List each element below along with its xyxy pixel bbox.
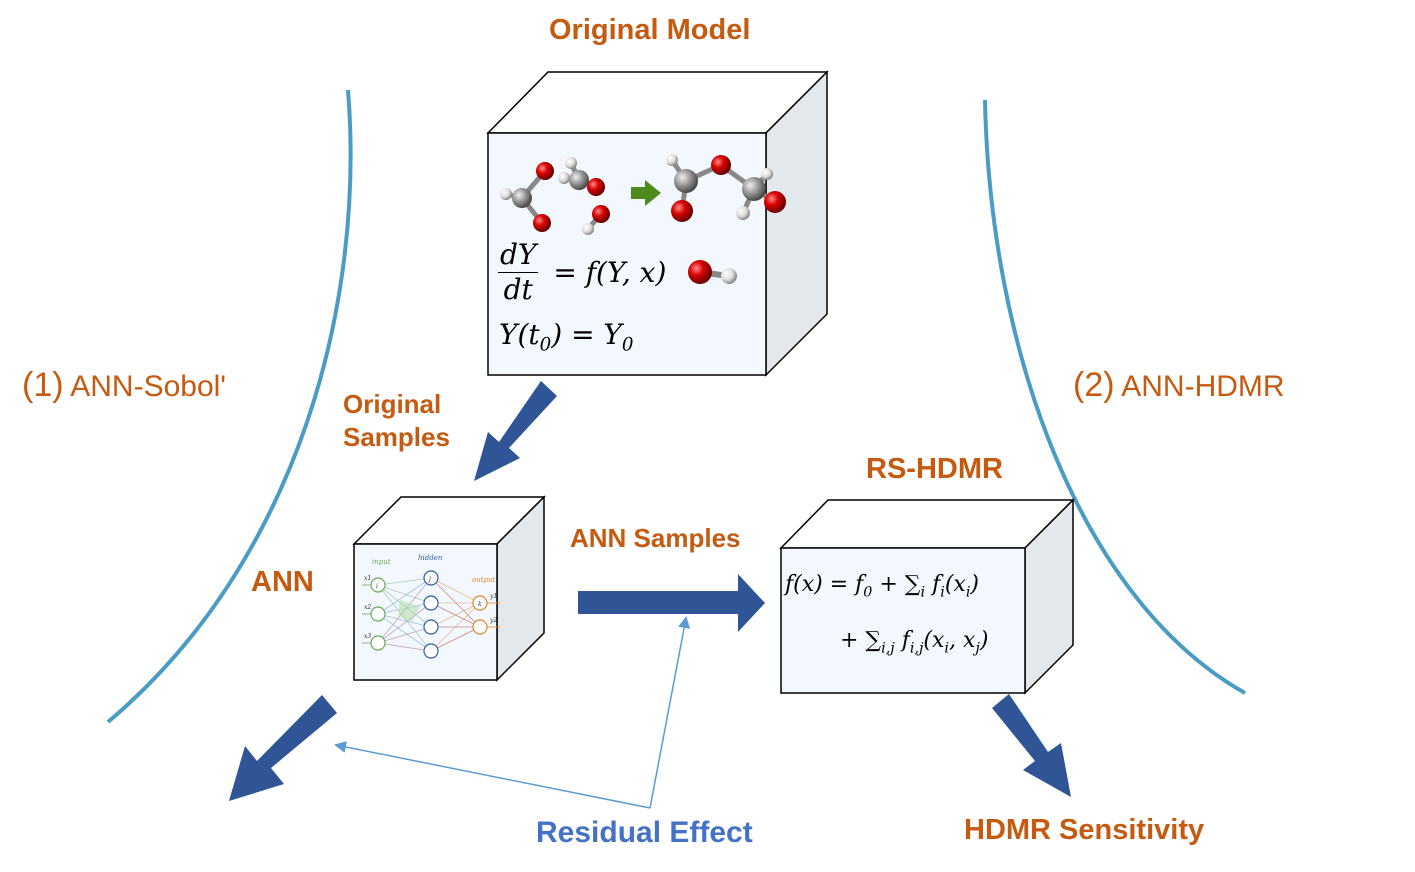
hdmr-l1-sumsub: i: [920, 584, 926, 601]
hdmr-l1-sub0: 0: [863, 584, 873, 601]
hdmr-l2-term-sub: i,j: [909, 640, 924, 657]
ann-y2: y2: [489, 617, 497, 624]
ode-equation: dY dt = f(Y, x): [498, 238, 666, 307]
label-path-2: (2) ANN-HDMR: [1073, 366, 1285, 405]
label-residual-effect: Residual Effect: [536, 816, 753, 849]
label-ann: ANN: [251, 566, 314, 598]
arrow-hdmr-to-sensitivity: [992, 694, 1071, 797]
initial-lhs: Y(t: [499, 318, 540, 351]
arrow-ann-to-rs-hdmr: [578, 574, 765, 632]
ann-node-k: k: [478, 601, 482, 608]
ann-network-figure: input hidden output i j k x1 x2 x3 y1 y2: [362, 554, 500, 659]
oh-radical: [688, 260, 737, 284]
hdmr-l2-close: ): [979, 628, 989, 653]
hdmr-l1-term-sub: i: [940, 584, 945, 601]
label-path-1-number: (1): [22, 366, 64, 404]
label-path-1: (1) ANN-Sobol': [22, 366, 226, 405]
ode-rhs: = f(Y, x): [553, 256, 667, 289]
hdmr-l2-mid: , x: [948, 628, 976, 653]
reaction-arrow: [631, 180, 661, 206]
hdmr-l2-term: f: [894, 628, 910, 653]
label-ann-samples: ANN Samples: [570, 523, 741, 553]
label-original-samples-line2: Samples: [343, 422, 450, 452]
hdmr-l2-sum: + ∑: [840, 628, 882, 653]
right-arc: [983, 99, 1246, 695]
initial-lhs-sub: 0: [539, 334, 552, 356]
rs-hdmr-box: [779, 498, 1075, 695]
hdmr-l1-term: f: [925, 572, 941, 597]
hdmr-l2-sumsub: i,j: [881, 640, 895, 657]
hdmr-l1-lhs: f(x) = f: [785, 572, 864, 597]
ann-layer-hidden: hidden: [418, 554, 443, 562]
ann-x2: x2: [364, 604, 371, 611]
ann-x1: x1: [364, 575, 371, 582]
initial-condition: Y(t0) = Y0: [499, 318, 634, 356]
ode-fraction: dY dt: [498, 238, 539, 307]
reactant-molecule: [500, 157, 610, 235]
ann-node-i: i: [376, 583, 378, 590]
ann-x3: x3: [364, 633, 371, 640]
ann-node-j: j: [427, 576, 431, 583]
hdmr-l1-sum: + ∑: [872, 572, 921, 597]
ann-layer-input: input: [372, 558, 391, 566]
label-hdmr-sensitivity: HDMR Sensitivity: [964, 814, 1205, 846]
ann-layer-output: output: [472, 576, 496, 584]
title-original-model: Original Model: [549, 14, 751, 46]
left-arc: [106, 89, 353, 724]
hdmr-equation-line2: + ∑i,j fi,j(xi, xj): [840, 628, 988, 656]
label-path-2-name: ANN-HDMR: [1121, 370, 1285, 403]
title-rs-hdmr: RS-HDMR: [866, 453, 1003, 485]
initial-rhs: ) = Y: [551, 318, 622, 351]
ode-numerator: dY: [498, 238, 539, 273]
hdmr-l1-arg-sub: i: [965, 584, 971, 601]
hdmr-equation-line1: f(x) = f0 + ∑i fi(xi): [785, 572, 979, 600]
residual-effect-arrows: [334, 616, 691, 809]
hdmr-l1-arg: (x: [944, 572, 966, 597]
product-molecule: [666, 154, 786, 222]
hdmr-l2-arg: (x: [923, 628, 945, 653]
ann-y1: y1: [489, 593, 497, 600]
label-path-2-number: (2): [1073, 366, 1115, 404]
arrow-original-to-ann: [474, 381, 557, 481]
label-original-samples: Original Samples: [343, 388, 450, 454]
label-original-samples-line1: Original: [343, 389, 442, 419]
hdmr-l2-arg-sub2: j: [975, 640, 980, 657]
hdmr-l1-close: ): [970, 572, 979, 597]
hdmr-l2-arg-sub1: i: [944, 640, 949, 657]
initial-rhs-sub: 0: [621, 334, 634, 356]
ode-denominator: dt: [503, 273, 533, 306]
label-path-1-name: ANN-Sobol': [70, 370, 227, 403]
arrow-ann-to-sobol: [229, 695, 337, 801]
